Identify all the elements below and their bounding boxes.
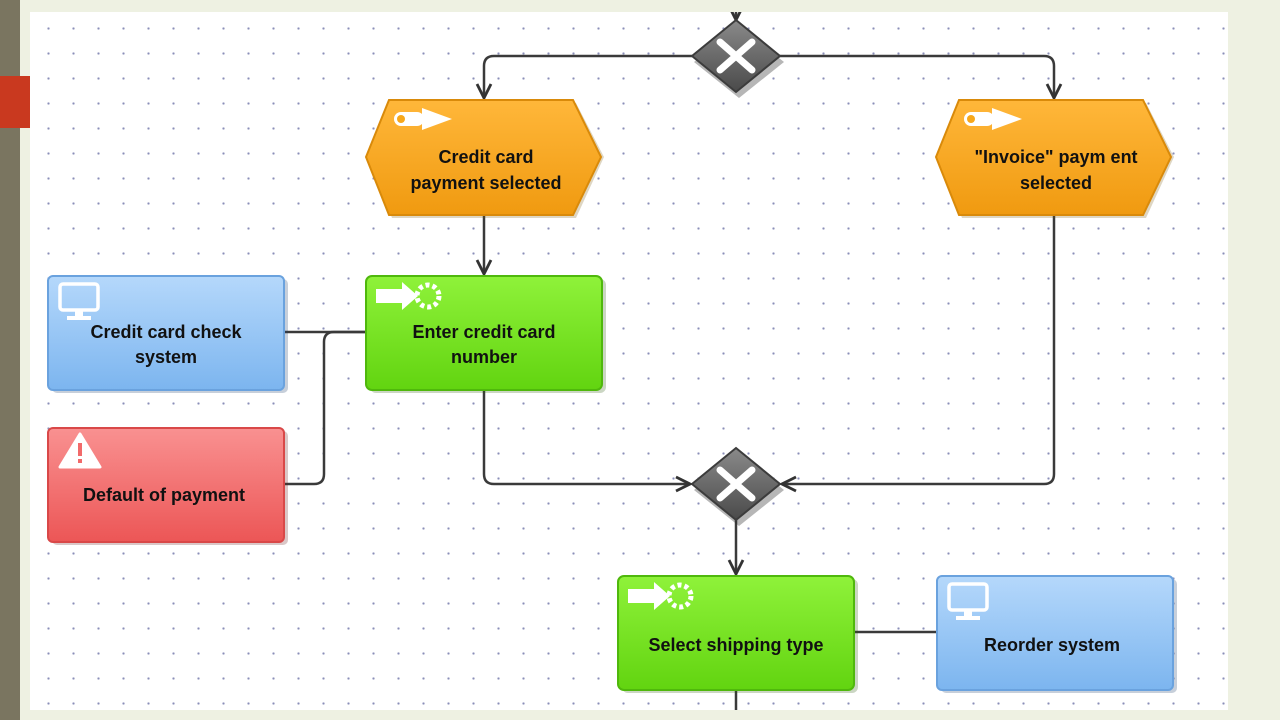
monitor-icon <box>58 282 100 320</box>
event-trigger-icon <box>394 108 452 130</box>
node-label-line: system <box>135 347 197 367</box>
connector-split-to-invoice <box>780 54 1054 98</box>
connector-invoice-to-join <box>782 215 1056 484</box>
node-label-line: Reorder system <box>984 635 1120 655</box>
risk-default-of-payment[interactable]: Default of payment <box>47 427 288 545</box>
xor-icon <box>716 38 756 74</box>
xor-join-gateway[interactable] <box>690 446 784 526</box>
connector-split-to-credit-card <box>484 54 692 98</box>
epc-diagram: Credit card payment selected "Invoice" p… <box>47 12 1177 710</box>
system-credit-card-check-system[interactable]: Credit card check system <box>47 275 288 393</box>
xor-icon <box>716 466 756 502</box>
diagram-canvas: Credit card payment selected "Invoice" p… <box>30 12 1228 710</box>
monitor-icon <box>947 582 989 620</box>
event-invoice-payment-selected[interactable]: "Invoice" paym ent selected <box>934 99 1174 218</box>
node-label-line: Credit card <box>438 147 533 167</box>
slide-left-rail <box>0 0 20 720</box>
node-label-line: payment selected <box>410 173 561 193</box>
connector-enter-number-to-join <box>482 390 690 484</box>
function-select-shipping-type[interactable]: Select shipping type <box>617 575 858 693</box>
function-enter-credit-card-number[interactable]: Enter credit card number <box>365 275 606 393</box>
node-label-line: Select shipping type <box>648 635 823 655</box>
function-gear-icon <box>628 582 694 610</box>
node-label-line: number <box>451 347 517 367</box>
slide-rail-accent <box>0 76 32 128</box>
system-reorder-system[interactable]: Reorder system <box>936 575 1177 693</box>
event-credit-card-payment-selected[interactable]: Credit card payment selected <box>364 99 604 218</box>
event-trigger-icon <box>964 108 1022 130</box>
warning-icon <box>58 432 102 469</box>
node-label-line: "Invoice" paym ent <box>974 147 1137 167</box>
connector-default-payment <box>283 330 366 486</box>
node-label-line: Credit card check <box>90 322 242 342</box>
node-label-line: selected <box>1020 173 1092 193</box>
node-label-line: Default of payment <box>83 485 245 505</box>
xor-split-gateway[interactable] <box>690 18 784 98</box>
connectors <box>283 12 1054 710</box>
function-gear-icon <box>376 282 442 310</box>
node-label-line: Enter credit card <box>412 322 555 342</box>
